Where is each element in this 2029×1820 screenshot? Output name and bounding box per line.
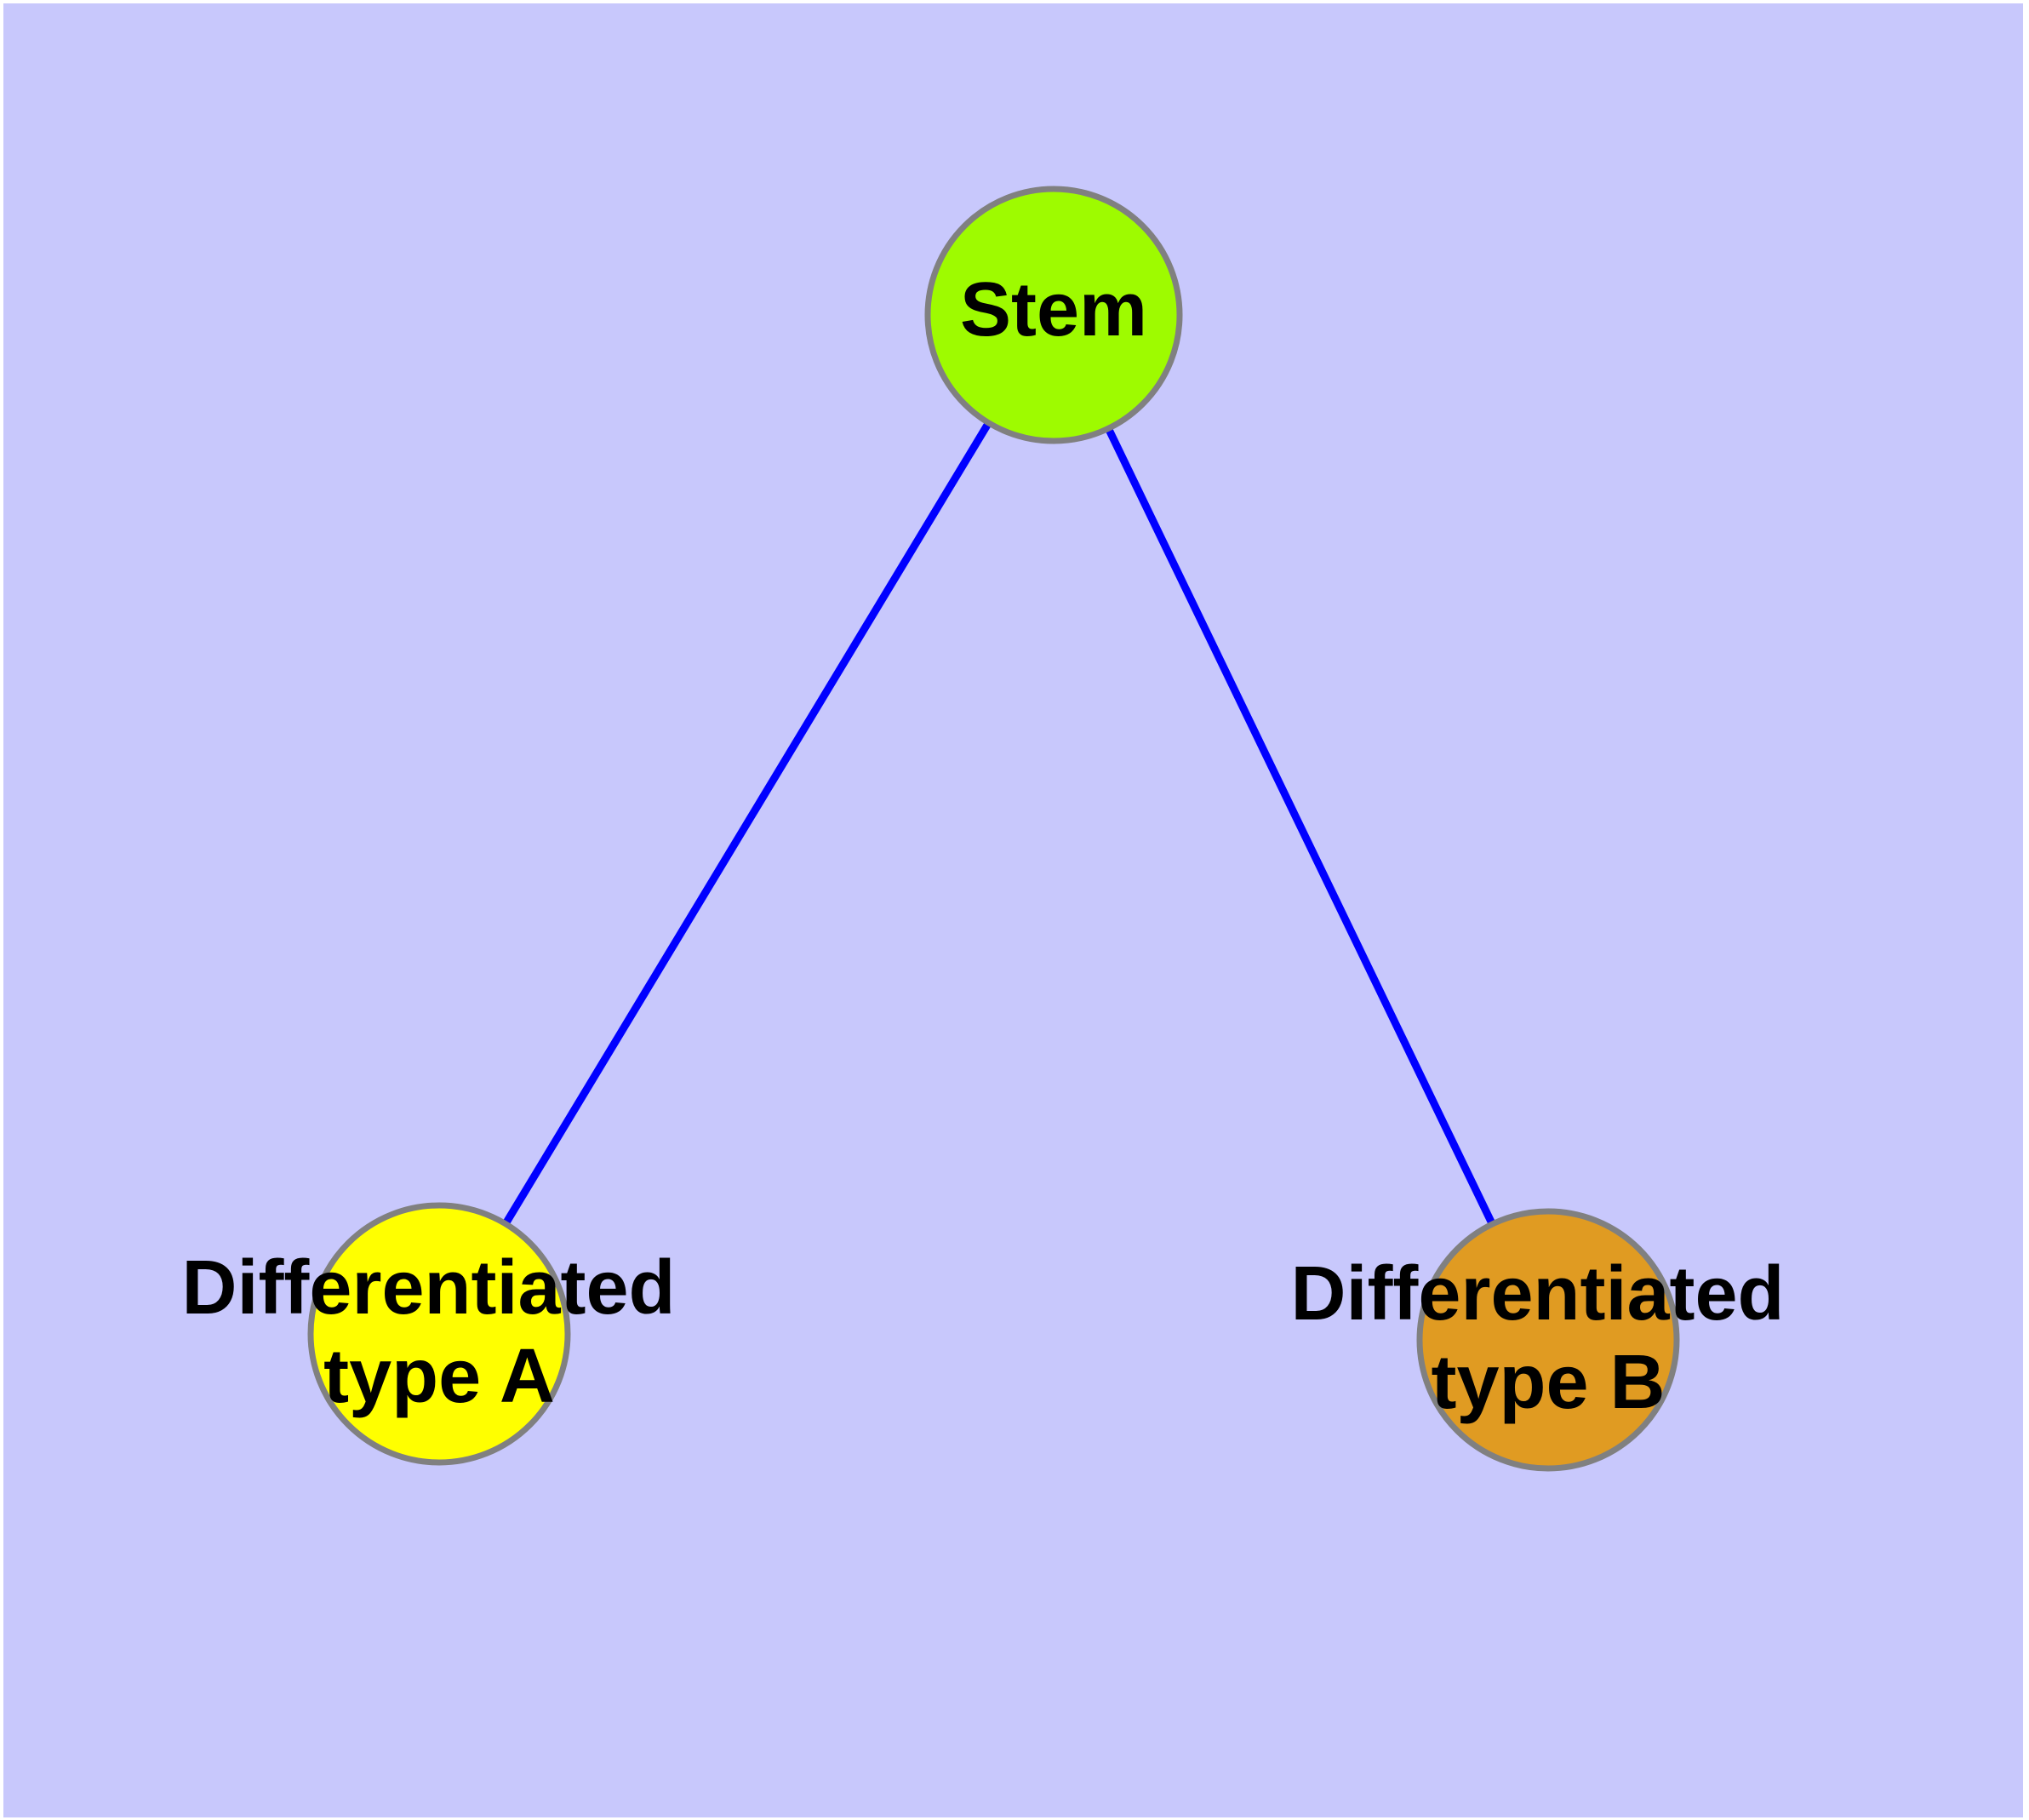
node-differentiated-type-b-label-line-2: type B [1431,1340,1665,1425]
node-differentiated-type-b-label-line-1: Differentiated [1290,1251,1784,1336]
cell-differentiation-graph: Stem Differentiated type A Differentiate… [181,186,1805,1472]
node-differentiated-type-b-circle[interactable] [1416,1208,1680,1472]
node-differentiated-type-a-circle[interactable] [307,1202,571,1466]
node-stem-label-line-1: Stem [960,267,1147,352]
edge-layer [436,312,1552,1342]
diagram-plot-area: Stem Differentiated type A Differentiate… [3,3,2023,1817]
node-stem-circle[interactable] [924,186,1183,444]
node-stem-label: Stem [960,267,1147,352]
edge-stem-to-differentiated-type-a[interactable] [436,312,1057,1336]
node-differentiated-type-b-label: Differentiated type B [1290,1251,1805,1425]
node-differentiated-type-a-label-line-1: Differentiated [181,1245,675,1331]
node-differentiated-type-a-label: Differentiated type A [181,1245,696,1419]
node-layer [307,186,1680,1472]
edge-stem-to-differentiated-type-b[interactable] [1049,313,1552,1342]
node-differentiated-type-a-label-line-2: type A [323,1334,555,1419]
label-layer: Stem Differentiated type A Differentiate… [181,267,1805,1425]
